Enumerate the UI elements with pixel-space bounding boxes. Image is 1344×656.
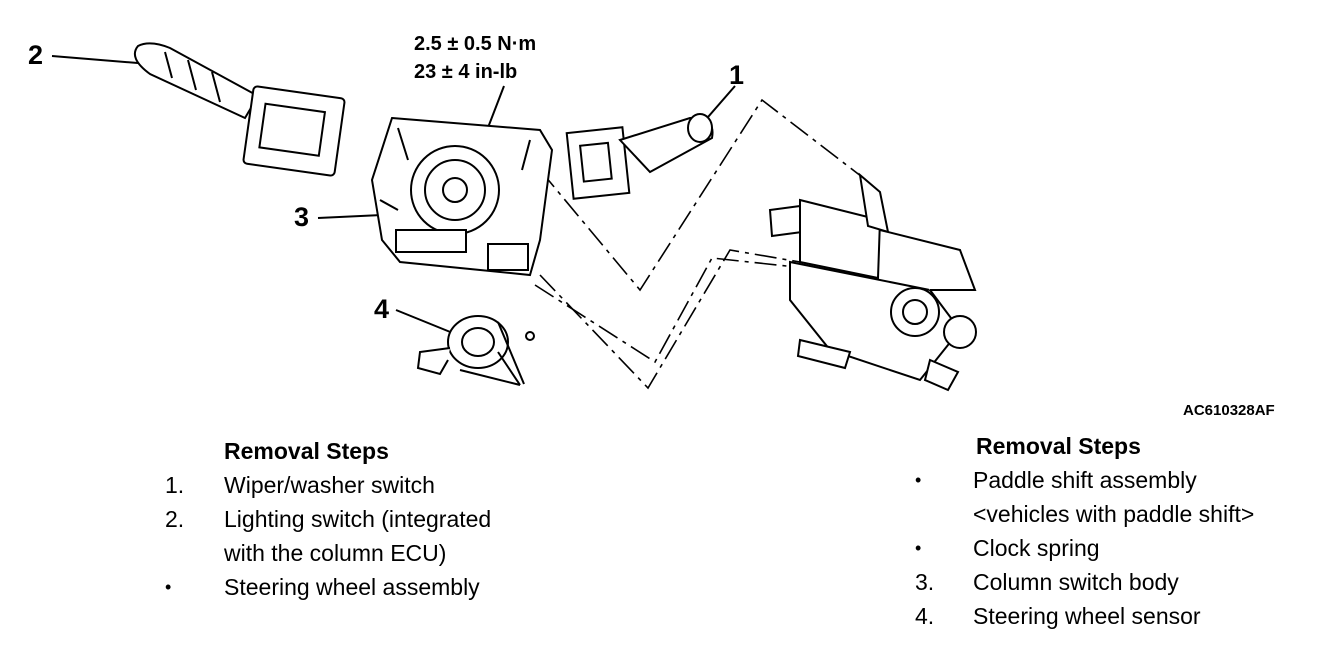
step-text: Column switch body xyxy=(973,569,1179,595)
step-item: 1. Wiper/washer switch xyxy=(165,468,605,502)
step-bullet: • xyxy=(165,577,172,597)
column-switch-body-drawing xyxy=(370,116,554,277)
step-text: Clock spring xyxy=(973,535,1100,561)
leader-line-2 xyxy=(51,55,151,65)
lighting-switch-drawing xyxy=(134,42,346,177)
callout-2: 2 xyxy=(28,40,44,70)
step-item: 3. Column switch body xyxy=(915,565,1335,599)
callout-4: 4 xyxy=(374,294,390,324)
phantom-line-lower xyxy=(534,257,806,364)
exploded-view-drawing xyxy=(51,42,977,392)
step-item: 4. Steering wheel sensor xyxy=(915,599,1335,633)
step-marker: 3. xyxy=(915,569,935,595)
wiper-switch-drawing xyxy=(565,113,714,200)
step-text-cont: with the column ECU) xyxy=(224,540,447,566)
step-item: • Clock spring xyxy=(915,531,1335,565)
steering-wheel-sensor-drawing xyxy=(416,315,535,386)
step-bullet: • xyxy=(915,538,922,558)
steering-column-drawing xyxy=(768,172,977,392)
callout-1: 1 xyxy=(729,60,745,90)
phantom-line-upper xyxy=(539,98,867,292)
callout-3: 3 xyxy=(294,202,310,232)
step-text: Steering wheel sensor xyxy=(973,603,1201,629)
removal-steps-right: Removal Steps • Paddle shift assembly <v… xyxy=(915,429,1335,633)
figure-code: AC610328AF xyxy=(1183,402,1275,419)
torque-spec: 2.5 ± 0.5 N·m 23 ± 4 in-lb xyxy=(414,30,536,86)
removal-steps-heading: Removal Steps xyxy=(224,438,389,464)
removal-steps-left: Removal Steps 1. Wiper/washer switch 2. … xyxy=(165,434,605,604)
step-text: Lighting switch (integrated xyxy=(224,506,492,532)
step-text-cont: <vehicles with paddle shift> xyxy=(973,501,1255,527)
step-bullet: • xyxy=(915,470,922,490)
step-item: • Paddle shift assembly <vehicles with p… xyxy=(915,463,1335,531)
step-text: Wiper/washer switch xyxy=(224,472,435,498)
torque-nm: 2.5 ± 0.5 N·m xyxy=(414,33,537,55)
step-item: • Steering wheel assembly xyxy=(165,570,605,604)
torque-inlb: 23 ± 4 in-lb xyxy=(414,61,518,83)
step-item: 2. Lighting switch (integrated with the … xyxy=(165,502,605,570)
step-text: Paddle shift assembly xyxy=(973,467,1197,493)
phantom-line-sensor xyxy=(539,249,801,390)
step-marker: 4. xyxy=(915,603,935,629)
step-marker: 2. xyxy=(165,506,185,532)
step-marker: 1. xyxy=(165,472,185,498)
step-text: Steering wheel assembly xyxy=(224,574,480,600)
removal-steps-heading: Removal Steps xyxy=(976,433,1141,459)
